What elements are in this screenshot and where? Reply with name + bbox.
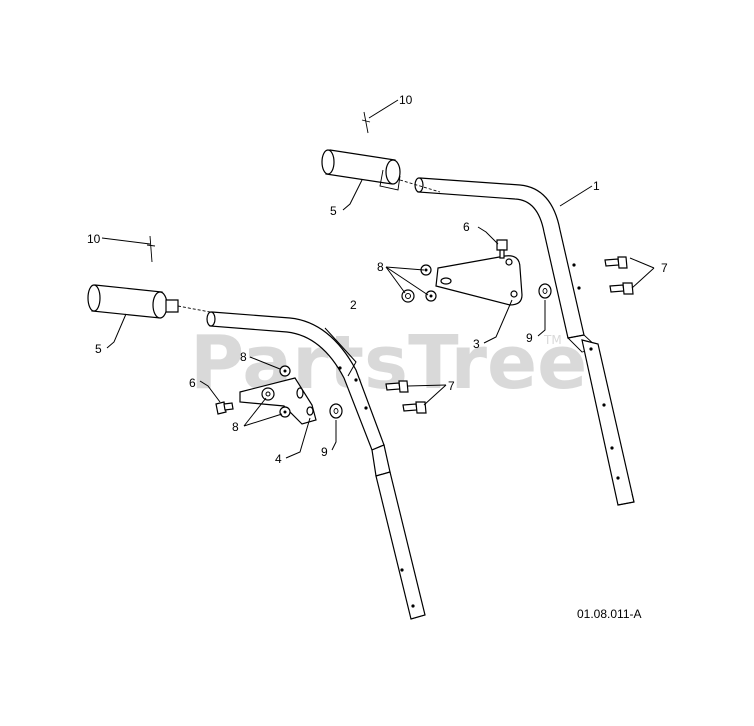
callout-bolt-left: 6 [189,376,196,390]
washer-left[interactable] [329,403,343,419]
callout-screws-right: 7 [661,261,668,275]
callout-grip-left: 5 [95,342,102,356]
callout-bracket-right: 3 [473,337,480,351]
callout-nuts-right: 8 [377,260,384,274]
upper-handle-right[interactable] [414,177,635,506]
bolt-left[interactable] [215,401,234,415]
watermark-trademark: TM [543,333,562,347]
callout-pin-right: 10 [399,93,413,107]
nuts-left[interactable] [261,387,291,418]
nuts-right[interactable] [401,264,437,303]
grip-left[interactable] [87,284,211,319]
washer-right[interactable] [538,283,552,299]
bolt-right[interactable] [496,239,508,259]
pin-left[interactable] [146,235,156,263]
callout-nut-left-top: 8 [240,350,247,364]
leader-lines [101,99,655,459]
figure-code: 01.08.011-A [577,607,642,621]
callout-nuts-left: 8 [232,420,239,434]
bracket-right[interactable] [435,255,523,306]
callout-grip-right: 5 [330,204,337,218]
upper-handle-left[interactable] [206,311,426,620]
screws-right[interactable] [604,256,634,295]
screws-left[interactable] [385,380,427,414]
callout-pin-left: 10 [87,232,101,246]
callout-upper-handle-left: 2 [350,298,357,312]
callout-washer-left: 9 [321,445,328,459]
callout-washer-right: 9 [526,331,533,345]
callout-labels: 1 2 3 4 5 5 6 6 7 7 8 8 8 9 9 10 10 [87,93,668,466]
nut-left-top[interactable] [279,365,291,377]
callout-bolt-right: 6 [463,220,470,234]
callout-screws-left: 7 [448,379,455,393]
grip-right[interactable] [321,149,441,193]
callout-upper-handle-right: 1 [593,179,600,193]
pin-right[interactable] [361,111,371,134]
callout-bracket-left: 4 [275,452,282,466]
